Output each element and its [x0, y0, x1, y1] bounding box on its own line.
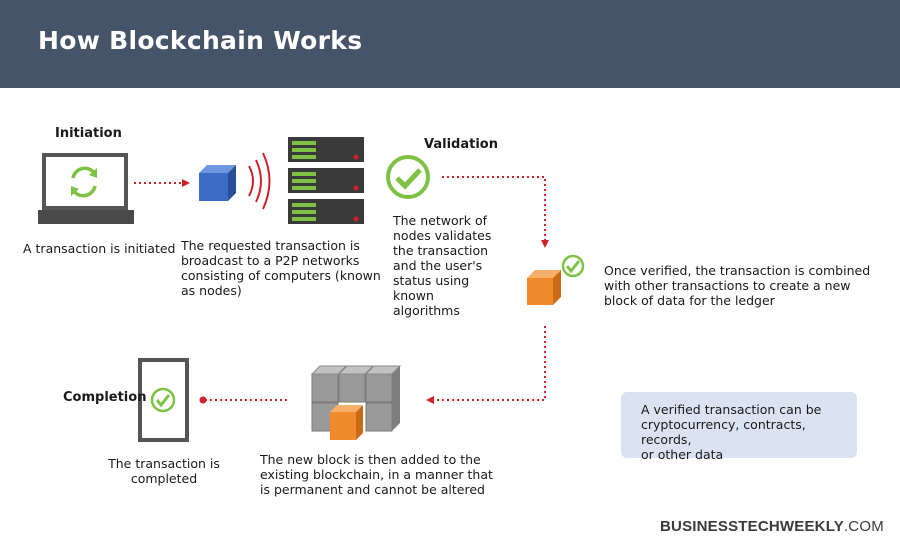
phone-check-icon [150, 387, 176, 413]
refresh-icon [71, 166, 97, 198]
laptop-icon [38, 153, 134, 224]
brand-bold: BUSINESSTECHWEEKLY [660, 518, 844, 535]
blue-cube-icon [199, 165, 236, 201]
broadcast-caption: The requested transaction is broadcast t… [181, 238, 381, 298]
caption-line: The network of [393, 213, 488, 228]
caption-line: The requested transaction is [181, 238, 360, 253]
completion-heading: Completion [63, 390, 147, 405]
caption-line: consisting of computers (known [181, 268, 381, 283]
caption-line: Once verified, the transaction is combin… [604, 263, 871, 278]
caption-line: as nodes) [181, 283, 242, 298]
orange-cube-icon [527, 270, 561, 305]
verified-caption: Once verified, the transaction is combin… [604, 263, 870, 308]
page-title: How Blockchain Works [38, 26, 363, 55]
blockchain-blocks-icon [310, 365, 402, 440]
header-bar: How Blockchain Works [0, 0, 900, 88]
caption-line: algorithms [393, 303, 460, 318]
validation-caption: The network of nodes validates the trans… [393, 213, 491, 318]
brand-watermark: BUSINESSTECHWEEKLY.COM [660, 518, 884, 535]
caption-line: The transaction is [108, 456, 220, 471]
added-caption: The new block is then added to the exist… [260, 452, 493, 497]
caption-line: known [393, 288, 434, 303]
annotation-box: A verified transaction can be cryptocurr… [621, 392, 857, 462]
completion-caption: The transaction is completed [108, 456, 220, 486]
annotation-line: A verified transaction can be [641, 402, 822, 417]
annotation-line: or other data [641, 447, 724, 462]
caption-line: broadcast to a P2P networks [181, 253, 360, 268]
checkmark-circle-icon [386, 155, 430, 199]
caption-line: block of data for the ledger [604, 293, 775, 308]
caption-line: nodes validates [393, 228, 492, 243]
server-rack-icon [288, 137, 364, 224]
caption-line: status using [393, 273, 470, 288]
signal-waves-icon [248, 152, 271, 210]
caption-line: and the user's [393, 258, 483, 273]
validation-heading: Validation [424, 137, 498, 152]
annotation-text: A verified transaction can be cryptocurr… [641, 402, 851, 462]
initiation-caption: A transaction is initiated [23, 241, 176, 256]
annotation-line: cryptocurrency, contracts, records, [641, 417, 806, 447]
caption-line: The new block is then added to the [260, 452, 481, 467]
arrow-end-dot [199, 396, 207, 404]
caption-line: existing blockchain, in a manner that [260, 467, 493, 482]
caption-line: with other transactions to create a new [604, 278, 851, 293]
initiation-heading: Initiation [55, 126, 122, 141]
arrow-block-to-chain [426, 326, 546, 404]
small-check-icon [561, 254, 585, 278]
caption-line: completed [130, 471, 198, 486]
caption-line: is permanent and cannot be altered [260, 482, 485, 497]
caption-line: the transaction [393, 243, 489, 258]
brand-suffix: .COM [843, 518, 884, 535]
